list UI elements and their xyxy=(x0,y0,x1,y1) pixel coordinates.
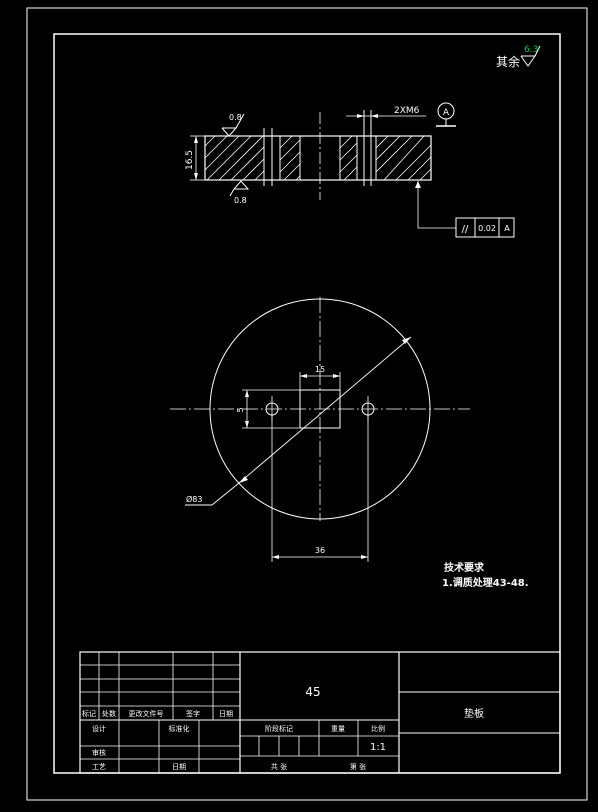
tb-process: 工艺 xyxy=(92,763,106,771)
tb-scale-label: 比例 xyxy=(371,724,385,733)
tech-item-1: 1.调质处理43-48. xyxy=(442,576,529,589)
tb-sheets-total: 共 张 xyxy=(271,762,287,771)
tb-weight: 重量 xyxy=(331,725,345,733)
hole-gap-dimension: 5 xyxy=(236,407,245,412)
tb-date: 日期 xyxy=(172,763,186,771)
plan-view xyxy=(170,297,470,562)
tb-mark-header: 标记 xyxy=(82,709,96,718)
inner-border xyxy=(53,33,561,774)
tolerance-datum: A xyxy=(504,224,510,233)
roughness-symbol-tail xyxy=(534,45,541,57)
tb-sheet-no: 第 张 xyxy=(350,762,366,771)
datum-label: A xyxy=(443,108,450,118)
thread-dimension: 2XM6 xyxy=(394,106,420,116)
tech-title: 技术要求 xyxy=(444,561,485,574)
thickness-dimension: 16.5 xyxy=(185,150,195,170)
tb-material: 45 xyxy=(305,685,320,699)
tb-standardize: 标准化 xyxy=(169,724,190,733)
bottom-roughness-icon xyxy=(233,180,250,190)
tb-sign-header: 签字 xyxy=(186,709,200,718)
tb-scale: 1:1 xyxy=(370,742,386,753)
top-roughness-icon xyxy=(221,127,238,137)
tb-review: 审核 xyxy=(92,748,106,757)
rest-roughness-value: 6.3 xyxy=(524,45,538,55)
tb-change-doc-header: 更改文件号 xyxy=(129,709,164,718)
title-block xyxy=(79,651,561,774)
tb-date-header: 日期 xyxy=(219,710,233,718)
spacing-dimension: 36 xyxy=(315,546,325,555)
tb-part-name: 垫板 xyxy=(464,707,484,720)
roughness-symbol-icon xyxy=(520,55,536,67)
bottom-roughness-value: 0.8 xyxy=(234,196,247,205)
section-view xyxy=(190,110,432,200)
square-dimension: 15 xyxy=(315,365,325,374)
top-roughness-value: 0.8 xyxy=(229,113,242,122)
tb-count-header: 处数 xyxy=(102,709,116,718)
rest-roughness-label: 其余 xyxy=(496,54,520,69)
tolerance-frame xyxy=(455,217,515,238)
parallelism-icon: // xyxy=(462,224,469,235)
diameter-dimension: Ø83 xyxy=(186,494,202,504)
tolerance-value: 0.02 xyxy=(478,224,496,233)
outer-frame xyxy=(26,7,588,801)
tb-stage-mark: 阶段标记 xyxy=(265,724,293,733)
tb-designer: 设计 xyxy=(92,724,106,733)
